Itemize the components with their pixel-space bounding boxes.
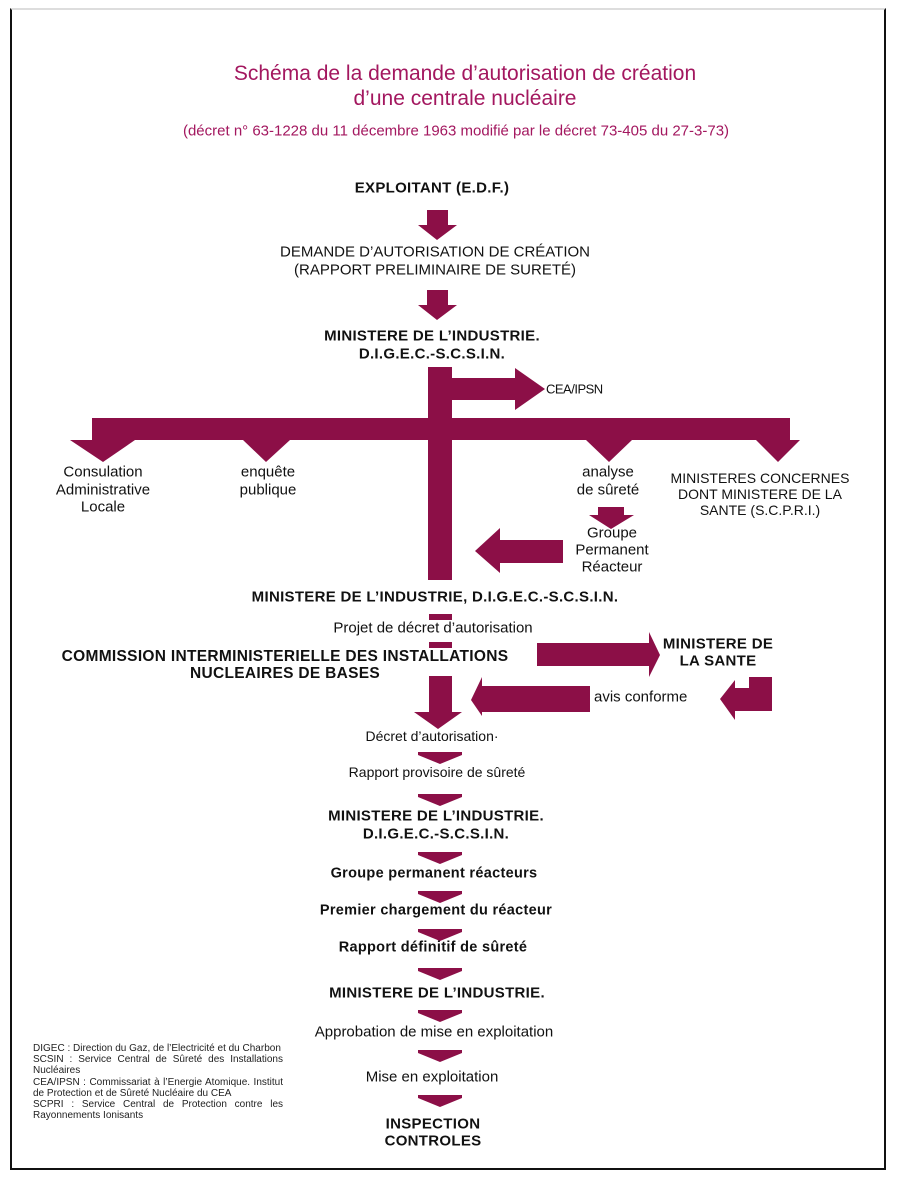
bar-projet-bottom	[429, 642, 452, 648]
node-analyse-2: de sûreté	[576, 481, 640, 499]
node-projet-decret: Projet de décret d’autorisation	[333, 619, 533, 637]
node-ministere-3b: D.I.G.E.C.-S.C.S.I.N.	[362, 825, 510, 843]
node-groupe-3: Réacteur	[581, 558, 643, 576]
node-rapport-definitif: Rapport définitif de sûreté	[338, 939, 528, 956]
node-enquete-1: enquête	[240, 463, 296, 481]
arrow-left-avis	[471, 677, 590, 716]
page-frame	[10, 8, 886, 1170]
node-consultation-2: Administrative	[55, 481, 151, 499]
arrow-right-sante	[537, 632, 660, 677]
node-ministeres-3: SANTE (S.C.P.R.I.)	[699, 501, 821, 518]
node-premier-chargement: Premier chargement du réacteur	[319, 902, 553, 919]
arrow-down-2	[418, 290, 457, 320]
node-sante-2: LA SANTE	[679, 652, 757, 670]
arrow-down-groupe	[589, 507, 634, 529]
node-groupe-permanent: Groupe permanent réacteurs	[330, 865, 538, 882]
node-enquete-2: publique	[239, 481, 297, 499]
legend-item: CEA/IPSN : Commissariat à l’Energie Atom…	[33, 1076, 283, 1099]
node-rapport-provisoire: Rapport provisoire de sûreté	[348, 763, 526, 780]
node-decret: Décret d’autorisation·	[365, 727, 499, 744]
node-ministere-1b: D.I.G.E.C.-S.C.S.I.N.	[358, 345, 506, 363]
node-mise-en-exploitation: Mise en exploitation	[365, 1068, 499, 1086]
node-groupe-2: Permanent	[575, 541, 649, 559]
node-analyse-1: analyse	[582, 463, 634, 481]
legend-item: SCPRI : Service Central de Protection co…	[33, 1099, 283, 1122]
node-commission-1: COMMISSION INTERMINISTERIELLE DES INSTAL…	[61, 648, 509, 666]
arrow-down-1	[418, 210, 457, 240]
chevron-arrows	[418, 752, 462, 1107]
node-consultation-3: Locale	[80, 498, 126, 516]
node-sante-1: MINISTERE DE	[662, 635, 774, 653]
node-cea-ipsn: CEA/IPSN	[546, 381, 603, 397]
node-ministere-1a: MINISTERE DE L’INDUSTRIE.	[324, 327, 540, 345]
node-ministeres-2: DONT MINISTERE DE LA	[678, 485, 842, 502]
node-ministere-2: MINISTERE DE L’INDUSTRIE, D.I.G.E.C.-S.C…	[251, 588, 619, 606]
node-ministeres-1: MINISTERES CONCERNES	[670, 469, 850, 486]
node-demande-2: (RAPPORT PRELIMINAIRE DE SURETÉ)	[294, 261, 576, 279]
node-controles: CONTROLES	[384, 1132, 482, 1150]
node-demande-1: DEMANDE D’AUTORISATION DE CRÉATION	[279, 243, 591, 261]
arrow-left-sante-return	[720, 677, 772, 720]
arrow-left-groupe	[475, 528, 563, 573]
title-line-2: d’une centrale nucléaire	[353, 86, 577, 110]
legend-item: DIGEC : Direction du Gaz, de l’Electrici…	[33, 1043, 281, 1054]
main-vertical-bar	[428, 367, 452, 580]
node-avis-conforme: avis conforme	[594, 688, 688, 706]
arrow-down-analyse	[586, 440, 632, 462]
title-line-1: Schéma de la demande d’autorisation de c…	[233, 61, 697, 85]
bar-projet-top	[429, 614, 452, 620]
node-commission-2: NUCLEAIRES DE BASES	[189, 665, 381, 683]
branch-horizontal-bar	[92, 418, 790, 440]
node-consultation-1: Consulation	[63, 463, 143, 481]
arrow-right-cea	[452, 368, 545, 410]
node-inspection: INSPECTION	[385, 1115, 481, 1133]
node-exploitant: EXPLOITANT (E.D.F.)	[354, 179, 510, 197]
abbreviations-legend: DIGEC : Direction du Gaz, de l’Electrici…	[33, 1043, 283, 1121]
arrow-down-consultation	[70, 440, 135, 462]
node-groupe-1: Groupe	[586, 524, 638, 542]
legend-item: SCSIN : Service Central de Sûreté des In…	[33, 1054, 283, 1077]
node-approbation: Approbation de mise en exploitation	[314, 1023, 554, 1041]
node-ministere-4: MINISTERE DE L’INDUSTRIE.	[329, 984, 545, 1002]
arrow-down-ministeres	[756, 440, 800, 462]
node-ministere-3a: MINISTERE DE L’INDUSTRIE.	[328, 807, 544, 825]
arrow-down-enquete	[243, 440, 290, 462]
subtitle: (décret n° 63-1228 du 11 décembre 1963 m…	[182, 122, 730, 140]
arrow-down-commission	[414, 676, 462, 729]
